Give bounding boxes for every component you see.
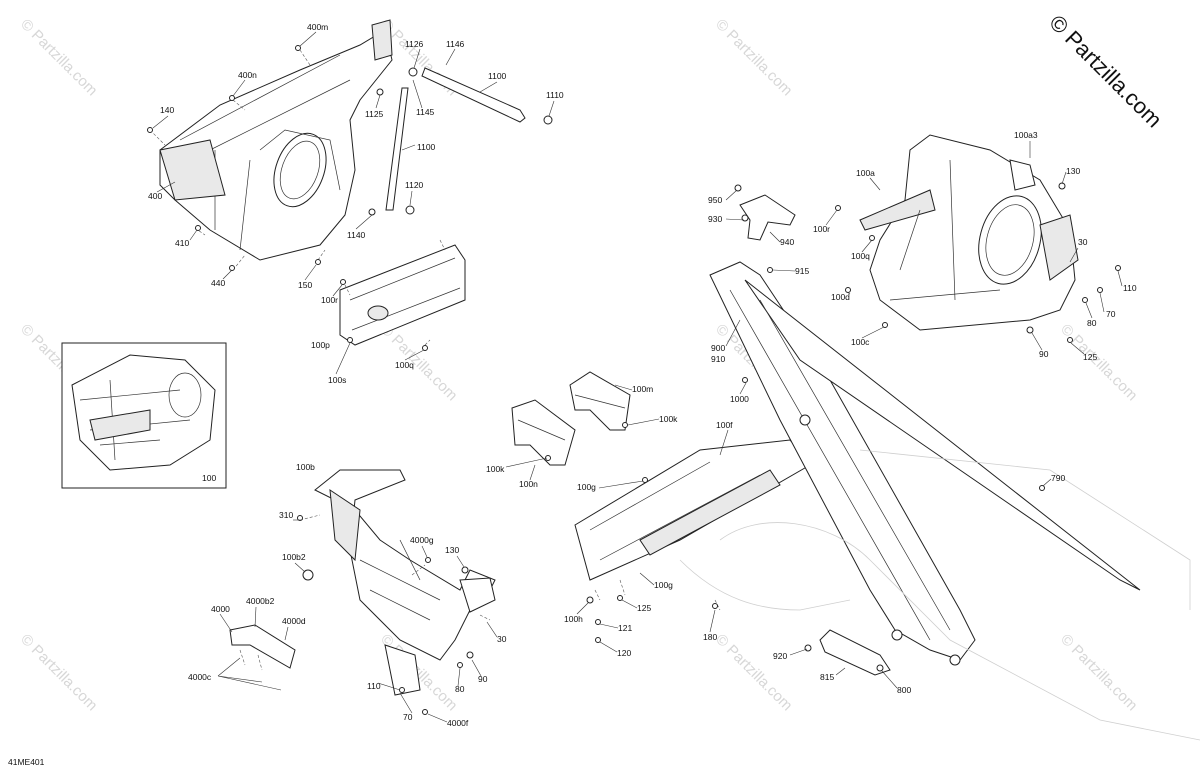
callout-label: 4000c [188,672,212,682]
panel-100p [339,239,466,346]
callout-label: 100q [395,360,414,370]
lower-frame-100b [299,469,496,696]
callout-label: 940 [780,237,794,247]
front-frame-assembly [149,19,393,271]
brace-800 [804,629,891,676]
callout-label: 915 [795,266,809,276]
hardware-fasteners [147,45,1121,715]
watermark-text: © Partzilla.com [377,321,460,404]
callout-label: 950 [708,195,722,205]
side-rail-900 [709,261,1141,666]
callout-label: 100h [564,614,583,624]
callout-label: 4000d [282,616,306,626]
callout-label: 100k [659,414,678,424]
watermark-text: © Partzilla.com [712,631,795,714]
callout-label: 100a3 [1014,130,1038,140]
callout-label: 910 [711,354,725,364]
callout-label: 80 [455,684,465,694]
callout-label: 4000g [410,535,434,545]
callout-label: 180 [703,632,717,642]
callout-label: 400m [307,22,328,32]
callout-label: 30 [497,634,507,644]
steering-rods [368,67,553,216]
callout-label: 1110 [546,90,564,100]
callout-label: 410 [175,238,189,248]
callout-labels: 400m 1126 1146 400n 1100 1110 140 1125 1… [148,22,1137,728]
copyright-notice: © Partzilla.com [1044,10,1167,132]
callout-label: 100q [851,251,870,261]
callout-label: 30 [1078,237,1088,247]
callout-label: 1000 [730,394,749,404]
callout-label: 1100 [488,71,507,81]
callout-label: 125 [1083,352,1097,362]
callout-label: 930 [708,214,722,224]
callout-label: 100d [831,292,850,302]
callout-label: 80 [1087,318,1097,328]
callout-label: 90 [478,674,488,684]
callout-label: 800 [897,685,911,695]
callout-label: 70 [403,712,413,722]
callout-label: 100g [654,580,673,590]
diagram-code: 41ME401 [8,757,45,767]
callout-label: 140 [160,105,174,115]
watermark-text: © Partzilla.com [712,16,795,99]
callout-label: 121 [618,623,632,633]
callout-label: 1125 [365,109,384,119]
floor-panel-100f [574,439,811,611]
watermark-text: © Partzilla.com [17,16,100,99]
callout-label: 120 [617,648,631,658]
callout-label: 130 [1066,166,1080,176]
watermark-text: © Partzilla.com [1057,631,1140,714]
callout-label: 70 [1106,309,1116,319]
callout-label: 90 [1039,349,1049,359]
callout-label: 100b2 [282,552,306,562]
callout-label: 790 [1051,473,1065,483]
callout-label: 100f [716,420,733,430]
callout-label: 400 [148,191,162,201]
callout-label: 100k [486,464,505,474]
callout-label: 130 [445,545,459,555]
callout-label: 1145 [416,107,435,117]
callout-label: 310 [279,510,293,520]
watermark-text: © Partzilla.com [17,631,100,714]
callout-label: 100p [311,340,330,350]
rear-frame-100a [859,134,1079,331]
callout-label: 150 [298,280,312,290]
watermark-text: © Partzilla.com [1057,321,1140,404]
brackets-100m-100n [511,371,631,466]
callout-label: 100b [296,462,315,472]
callout-label: 100s [328,375,346,385]
callout-label: 900 [711,343,725,353]
bracket-4000 [217,624,296,691]
callout-label: 110 [1123,283,1137,293]
callout-label: 100m [632,384,653,394]
callout-label: 920 [773,651,787,661]
callout-label: 440 [211,278,225,288]
ghost-body-outline [679,449,1200,741]
callout-label: 400n [238,70,257,80]
callout-label: 100r [813,224,830,234]
callout-label: 4000b2 [246,596,275,606]
callout-label: 110 [367,681,381,691]
callout-label: 100c [851,337,870,347]
callout-label: 100n [519,479,538,489]
callout-label: 1120 [405,180,424,190]
callout-label: 1140 [347,230,366,240]
bracket-940 [734,184,796,241]
copyright-text: © Partzilla.com [1044,10,1167,132]
callout-label: 100g [577,482,596,492]
callout-label: 1146 [446,39,465,49]
inset-box-100 [61,342,227,489]
callout-label: 100a [856,168,875,178]
callout-label: 4000 [211,604,230,614]
callout-label: 1100 [417,142,436,152]
leader-lines [152,31,1123,723]
callout-label: 1126 [405,39,424,49]
callout-label: 100r [321,295,338,305]
callout-label: 100 [202,473,216,483]
callout-label: 815 [820,672,834,682]
callout-label: 4000f [447,718,469,728]
callout-label: 125 [637,603,651,613]
